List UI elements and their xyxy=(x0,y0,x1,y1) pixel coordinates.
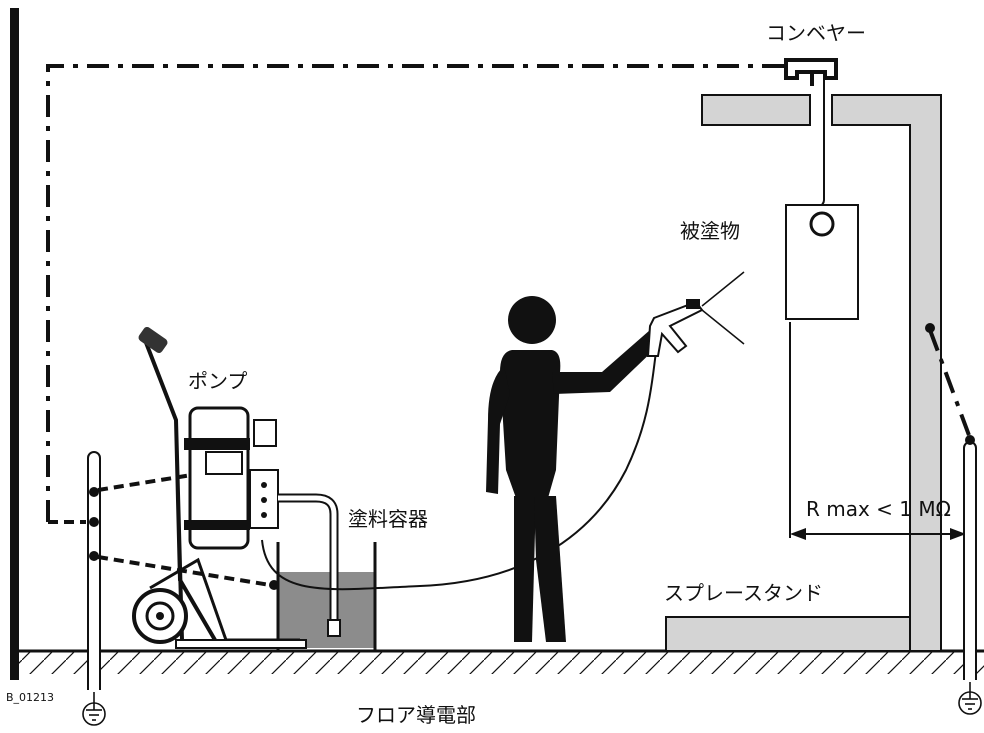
ground-symbol-icon xyxy=(82,692,106,726)
operator-silhouette-icon xyxy=(486,296,660,642)
conveyor-label: コンベヤー xyxy=(766,21,866,45)
ground-symbol-icon xyxy=(958,682,982,715)
workpiece-label: 被塗物 xyxy=(680,219,740,243)
paint-container xyxy=(276,542,377,653)
booth-structure xyxy=(701,94,942,652)
floor-label: フロア導電部 xyxy=(356,703,476,727)
spray-gun-icon xyxy=(646,271,745,357)
pump-label: ポンプ xyxy=(188,369,247,393)
paint-container-label: 塗料容器 xyxy=(348,507,428,531)
left-ground-rod xyxy=(48,451,279,690)
spray-stand xyxy=(665,616,911,652)
floor xyxy=(10,649,984,674)
right-ground-rod xyxy=(925,323,977,680)
workpiece xyxy=(785,204,859,320)
left-wall xyxy=(10,8,19,680)
ground-line-top xyxy=(46,64,790,522)
airless-pump-cart-icon xyxy=(132,326,341,649)
resistance-dimension xyxy=(789,322,966,540)
spray-stand-label: スプレースタンド xyxy=(664,581,823,605)
resistance-label: R max < 1 MΩ xyxy=(806,497,951,521)
figure-id: B_01213 xyxy=(6,691,54,704)
conveyor xyxy=(784,58,838,215)
